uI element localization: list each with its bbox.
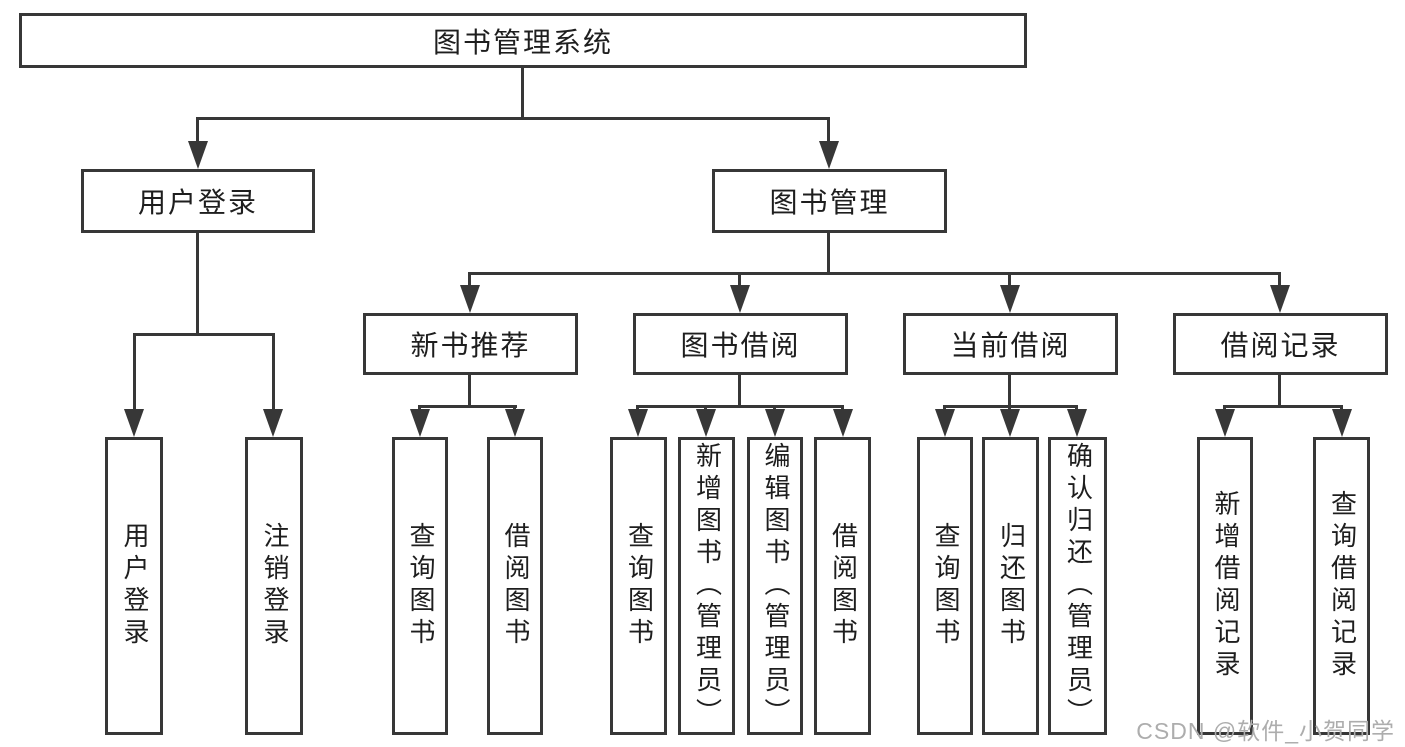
node-add-book-admin: 新增图书（管理员） xyxy=(678,437,735,735)
arrow-down-icon xyxy=(628,409,648,437)
arrow-down-icon xyxy=(819,141,839,169)
connector-hline xyxy=(196,117,830,120)
connector-vline xyxy=(1278,272,1281,287)
arrow-down-icon xyxy=(696,409,716,437)
connector-vline xyxy=(773,405,776,411)
arrow-down-icon xyxy=(188,141,208,169)
arrow-down-icon xyxy=(935,409,955,437)
connector-vline xyxy=(738,272,741,287)
node-current-borrow: 当前借阅 xyxy=(903,313,1118,375)
connector-vline xyxy=(704,405,707,411)
connector-vline xyxy=(513,405,516,411)
node-query-books-1: 查询图书 xyxy=(392,437,448,735)
connector-vline xyxy=(1340,405,1343,411)
node-login: 用户登录 xyxy=(105,437,163,735)
node-query-books-2: 查询图书 xyxy=(610,437,667,735)
connector-hline xyxy=(636,405,843,408)
arrow-down-icon xyxy=(124,409,144,437)
node-add-borrow-record: 新增借阅记录 xyxy=(1197,437,1253,735)
connector-hline xyxy=(1223,405,1342,408)
node-return-book: 归还图书 xyxy=(982,437,1039,735)
connector-vline xyxy=(196,117,199,142)
arrow-down-icon xyxy=(730,285,750,313)
node-confirm-return-admin: 确认归还（管理员） xyxy=(1048,437,1107,735)
arrow-down-icon xyxy=(460,285,480,313)
arrow-down-icon xyxy=(765,409,785,437)
node-book-borrow: 图书借阅 xyxy=(633,313,848,375)
connector-vline xyxy=(272,333,275,411)
connector-vline xyxy=(521,68,524,118)
node-logout: 注销登录 xyxy=(245,437,303,735)
connector-vline xyxy=(636,405,639,411)
connector-vline xyxy=(738,375,741,407)
connector-vline xyxy=(1008,375,1011,407)
connector-vline xyxy=(1008,272,1011,287)
connector-vline xyxy=(943,405,946,411)
arrow-down-icon xyxy=(1270,285,1290,313)
node-new-book-recommend: 新书推荐 xyxy=(363,313,578,375)
node-root: 图书管理系统 xyxy=(19,13,1027,68)
connector-vline xyxy=(418,405,421,411)
node-query-books-3: 查询图书 xyxy=(917,437,973,735)
connector-vline xyxy=(827,233,830,274)
node-borrow-books-2: 借阅图书 xyxy=(814,437,871,735)
arrow-down-icon xyxy=(505,409,525,437)
connector-hline xyxy=(468,272,1281,275)
node-query-borrow-record: 查询借阅记录 xyxy=(1313,437,1370,735)
arrow-down-icon xyxy=(410,409,430,437)
connector-vline xyxy=(1008,405,1011,411)
connector-hline xyxy=(418,405,517,408)
node-borrow-books-1: 借阅图书 xyxy=(487,437,543,735)
arrow-down-icon xyxy=(263,409,283,437)
node-borrow-records: 借阅记录 xyxy=(1173,313,1388,375)
connector-vline xyxy=(1075,405,1078,411)
connector-vline xyxy=(196,233,199,335)
node-book-management: 图书管理 xyxy=(712,169,947,233)
connector-vline xyxy=(1278,375,1281,407)
connector-vline xyxy=(468,375,471,407)
arrow-down-icon xyxy=(1215,409,1235,437)
node-user-login: 用户登录 xyxy=(81,169,315,233)
arrow-down-icon xyxy=(1000,285,1020,313)
connector-vline xyxy=(133,333,136,411)
arrow-down-icon xyxy=(1067,409,1087,437)
connector-hline xyxy=(133,333,275,336)
connector-vline xyxy=(1223,405,1226,411)
arrow-down-icon xyxy=(833,409,853,437)
arrow-down-icon xyxy=(1000,409,1020,437)
connector-vline xyxy=(841,405,844,411)
arrow-down-icon xyxy=(1332,409,1352,437)
csdn-watermark: CSDN @软件_小贺同学 xyxy=(1136,718,1395,744)
connector-vline xyxy=(827,117,830,142)
node-edit-book-admin: 编辑图书（管理员） xyxy=(747,437,803,735)
connector-vline xyxy=(468,272,471,287)
